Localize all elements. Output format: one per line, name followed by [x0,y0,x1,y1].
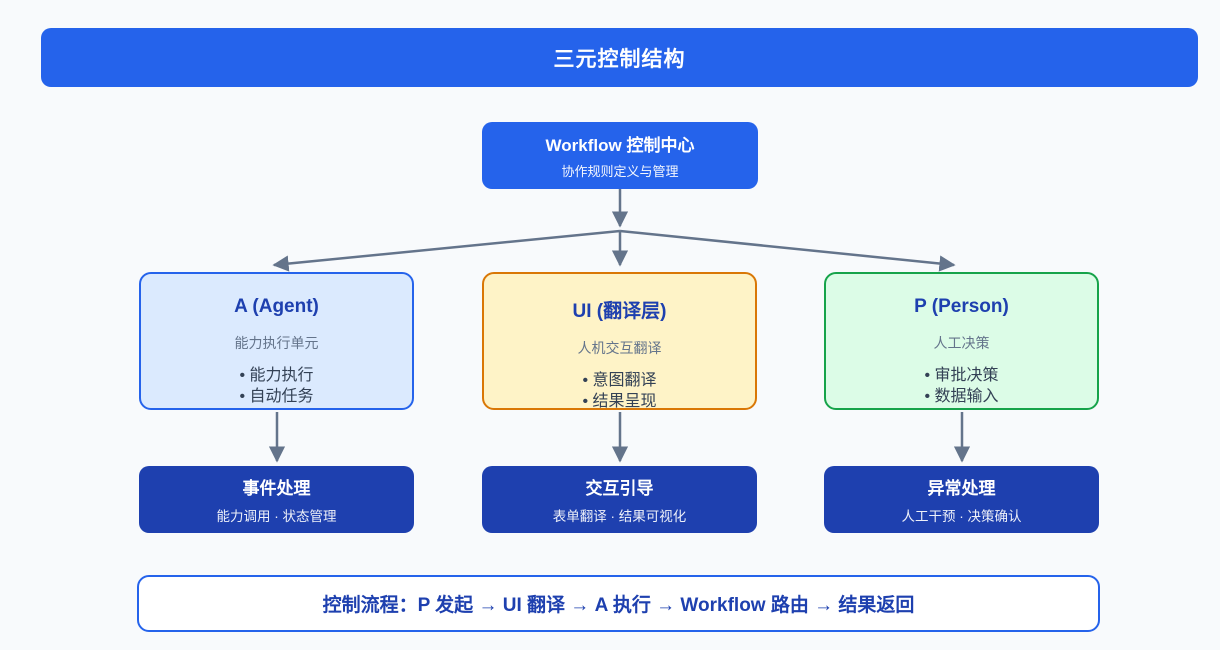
role-bullet-list: 审批决策 数据输入 [924,365,999,407]
handler-title: 异常处理 [927,479,996,498]
handler-title: 事件处理 [242,479,311,498]
role-bullet: 结果呈现 [582,391,657,412]
handler-title: 交互引导 [585,479,654,498]
role-bullet: 能力执行 [239,365,314,386]
role-subtitle: 人机交互翻译 [577,340,662,356]
handler-subtitle: 表单翻译 · 结果可视化 [552,509,687,524]
control-flow-bar: 控制流程：P 发起 → UI 翻译 → A 执行 → Workflow 路由 →… [137,575,1100,632]
arrow-junction-to-agent [272,229,621,272]
role-box-ui: UI (翻译层) 人机交互翻译 意图翻译 结果呈现 [482,272,757,410]
role-bullet: 意图翻译 [582,370,657,391]
handler-box-exception-handling: 异常处理 人工干预 · 决策确认 [824,466,1099,533]
control-center-title: Workflow 控制中心 [545,136,695,155]
handler-subtitle: 能力调用 · 状态管理 [216,509,337,524]
arrow-junction-to-person [619,229,956,272]
role-box-agent: A (Agent) 能力执行单元 能力执行 自动任务 [139,272,414,410]
role-bullet-list: 能力执行 自动任务 [239,365,314,407]
role-bullet: 数据输入 [924,386,999,407]
role-title: A (Agent) [234,296,319,317]
control-center-subtitle: 协作规则定义与管理 [561,164,679,179]
control-flow-text: 控制流程：P 发起 → UI 翻译 → A 执行 → Workflow 路由 →… [322,595,915,616]
handler-box-event-processing: 事件处理 能力调用 · 状态管理 [139,466,414,533]
role-bullet: 自动任务 [239,386,314,407]
role-box-person: P (Person) 人工决策 审批决策 数据输入 [824,272,1099,410]
role-subtitle: 人工决策 [933,335,990,351]
diagram-title-bar: 三元控制结构 [41,28,1198,87]
diagram-title: 三元控制结构 [553,47,686,71]
role-bullet: 审批决策 [924,365,999,386]
role-bullet-list: 意图翻译 结果呈现 [582,370,657,412]
handler-subtitle: 人工干预 · 决策确认 [901,509,1022,524]
role-title: UI (翻译层) [572,301,667,322]
role-title: P (Person) [914,296,1009,317]
role-subtitle: 能力执行单元 [234,335,319,351]
workflow-control-center-node: Workflow 控制中心 协作规则定义与管理 [482,122,758,189]
handler-box-interaction-guidance: 交互引导 表单翻译 · 结果可视化 [482,466,757,533]
